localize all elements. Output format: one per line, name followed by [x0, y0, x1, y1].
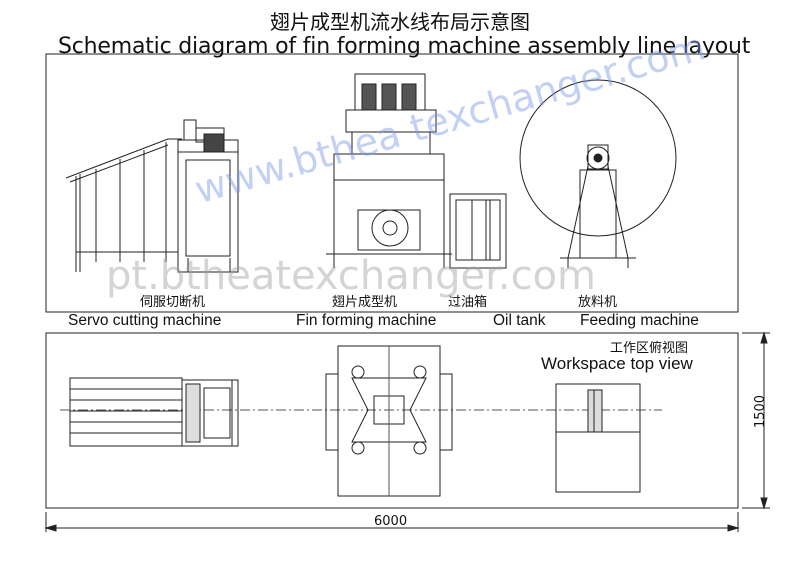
height-dimension-value: 1500: [753, 394, 769, 429]
oil-tank-label-en: Oil tank: [493, 312, 546, 329]
servo-cutting-machine-drawing: [65, 119, 239, 273]
side-view-frame: [45, 53, 739, 313]
workspace-label-cn: 工作区俯视图: [610, 341, 689, 356]
feeding-machine-label-cn: 放料机: [578, 295, 618, 310]
fin-forming-label-en: Fin forming machine: [296, 312, 437, 329]
feeding-machine-label-en: Feeding machine: [580, 312, 699, 329]
oil-tank-drawing: [449, 193, 507, 269]
fin-forming-label-cn: 翅片成型机: [332, 295, 398, 310]
feeding-machine-drawing: [519, 79, 677, 268]
oil-tank-top-view: [555, 383, 641, 493]
width-dimension-value: 6000: [374, 514, 408, 529]
fin-forming-machine-drawing: [326, 73, 452, 268]
title-english: Schematic diagram of fin forming machine…: [58, 34, 751, 59]
height-dimension-line: [742, 331, 770, 510]
workspace-label-en: Workspace top view: [541, 354, 693, 373]
servo-cutting-label-cn: 伺服切断机: [140, 295, 206, 310]
fin-forming-machine-top-view: [325, 345, 453, 497]
top-view-frame: [45, 332, 739, 509]
oil-tank-label-cn: 过油箱: [448, 295, 488, 310]
servo-cutting-label-en: Servo cutting machine: [68, 312, 222, 329]
title-chinese: 翅片成型机流水线布局示意图: [270, 10, 530, 34]
servo-cutting-machine-top-view: [69, 377, 239, 447]
width-dimension-line: [44, 512, 740, 532]
